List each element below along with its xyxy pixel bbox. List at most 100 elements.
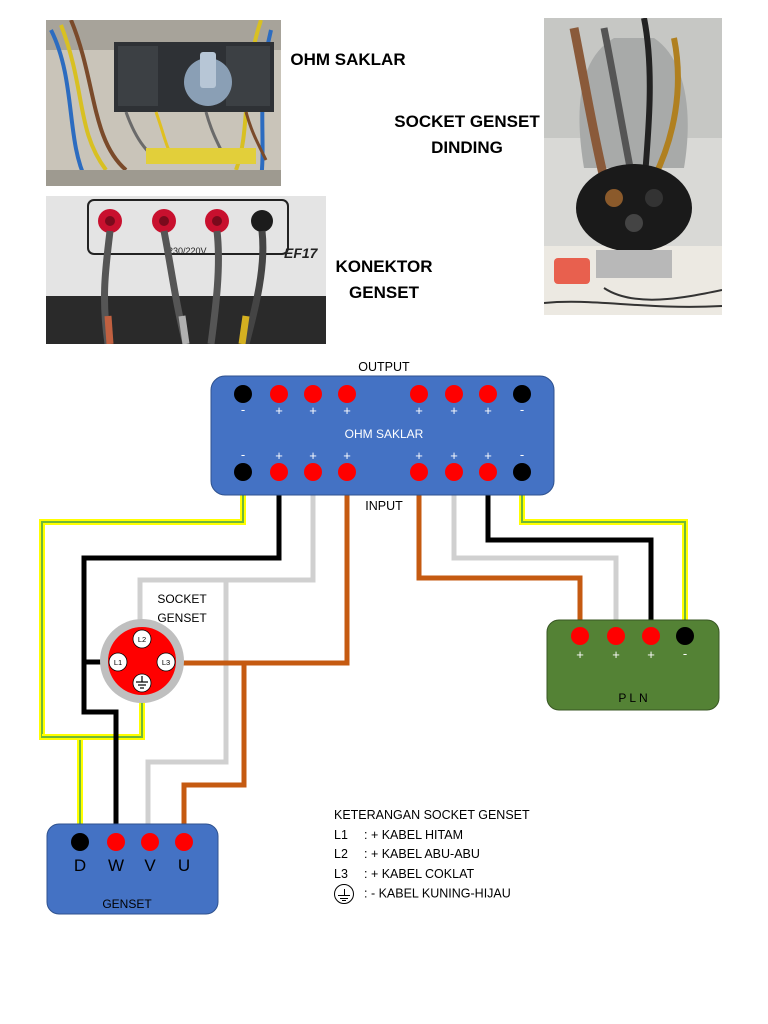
output-terminal-neg-1[interactable] bbox=[234, 385, 252, 403]
ohm-saklar-photo bbox=[46, 20, 281, 186]
input-sign-6: + bbox=[450, 448, 458, 463]
legend-key-l1: L1 bbox=[334, 827, 348, 842]
legend-desc-ground: : - KABEL KUNING-HIJAU bbox=[364, 886, 511, 901]
genset-label-w: W bbox=[108, 856, 124, 875]
input-terminal-pos-1[interactable] bbox=[270, 463, 288, 481]
legend-row-l1: L1 : + KABEL HITAM bbox=[334, 826, 530, 846]
socket-dinding-label-line2: DINDING bbox=[431, 138, 503, 157]
input-sign-7: + bbox=[484, 448, 492, 463]
output-sign-7: + bbox=[484, 403, 492, 418]
socket-title-line1: SOCKET bbox=[157, 592, 207, 606]
output-terminal-pos-6[interactable] bbox=[479, 385, 497, 403]
genset-label-u: U bbox=[178, 856, 190, 875]
genset-terminal-u[interactable] bbox=[175, 833, 193, 851]
konektor-model-text: EF17 bbox=[284, 245, 319, 261]
genset-terminal-v[interactable] bbox=[141, 833, 159, 851]
legend-desc-l1: : + KABEL HITAM bbox=[364, 827, 463, 842]
socket-genset-dinding-label: SOCKET GENSET DINDING bbox=[388, 109, 546, 161]
switch-input-terminals bbox=[234, 463, 531, 481]
pln-sign-4: - bbox=[683, 646, 687, 661]
ohm-saklar-box bbox=[210, 375, 555, 496]
genset-terminal-d[interactable] bbox=[71, 833, 89, 851]
output-sign-3: + bbox=[309, 403, 317, 418]
wire-grey-pln bbox=[451, 472, 619, 636]
output-terminal-pos-5[interactable] bbox=[445, 385, 463, 403]
switch-input-signs: - + + + + + + - bbox=[241, 447, 524, 463]
socket-pin-l3[interactable] bbox=[156, 652, 176, 672]
input-terminal-pos-3[interactable] bbox=[338, 463, 356, 481]
output-terminal-pos-2[interactable] bbox=[304, 385, 322, 403]
output-sign-6: + bbox=[450, 403, 458, 418]
input-terminal-neg-1[interactable] bbox=[234, 463, 252, 481]
socket-pin-l2-label: L2 bbox=[138, 635, 146, 644]
switch-output-label: OUTPUT bbox=[358, 360, 410, 374]
output-sign-1: - bbox=[241, 402, 245, 417]
ground-icon bbox=[334, 884, 354, 904]
socket-pin-l2[interactable] bbox=[132, 629, 152, 649]
input-sign-1: - bbox=[241, 447, 245, 462]
input-sign-2: + bbox=[275, 448, 283, 463]
wire-ground-pln bbox=[519, 472, 688, 636]
output-terminal-pos-1[interactable] bbox=[270, 385, 288, 403]
genset-box bbox=[46, 823, 219, 915]
pln-terminals bbox=[571, 627, 694, 645]
konektor-label-line1: KONEKTOR bbox=[335, 257, 433, 276]
input-terminal-pos-2[interactable] bbox=[304, 463, 322, 481]
wire-brown-pln bbox=[416, 472, 583, 636]
konektor-voltage-text: 230/220V bbox=[168, 246, 207, 256]
socket-genset-face bbox=[108, 627, 176, 695]
input-terminal-pos-6[interactable] bbox=[479, 463, 497, 481]
genset-title: GENSET bbox=[102, 897, 152, 911]
konektor-genset-photo: 230/220V EF17 bbox=[46, 196, 326, 344]
input-sign-3: + bbox=[309, 448, 317, 463]
genset-terminal-w[interactable] bbox=[107, 833, 125, 851]
switch-input-label: INPUT bbox=[365, 499, 403, 513]
wire-grey-genset bbox=[137, 472, 316, 840]
output-terminal-neg-2[interactable] bbox=[513, 385, 531, 403]
output-sign-4: + bbox=[343, 403, 351, 418]
pln-title: P L N bbox=[618, 691, 647, 705]
input-terminal-neg-2[interactable] bbox=[513, 463, 531, 481]
pln-terminal-pos-3[interactable] bbox=[642, 627, 660, 645]
legend-desc-l2: : + KABEL ABU-ABU bbox=[364, 847, 480, 861]
output-sign-2: + bbox=[275, 403, 283, 418]
socket-dinding-label-line1: SOCKET GENSET bbox=[394, 112, 540, 131]
pln-sign-2: + bbox=[612, 647, 620, 662]
konektor-genset-label: KONEKTOR GENSET bbox=[325, 254, 443, 306]
socket-pin-l1[interactable] bbox=[108, 652, 128, 672]
output-terminal-pos-3[interactable] bbox=[338, 385, 356, 403]
output-sign-8: - bbox=[520, 402, 524, 417]
ohm-saklar-photo-label: OHM SAKLAR bbox=[290, 50, 406, 69]
input-sign-4: + bbox=[343, 448, 351, 463]
wire-ground-genset bbox=[39, 472, 246, 840]
pln-terminal-pos-1[interactable] bbox=[571, 627, 589, 645]
input-terminal-pos-5[interactable] bbox=[445, 463, 463, 481]
legend-title: KETERANGAN SOCKET GENSET bbox=[334, 808, 530, 822]
output-terminal-pos-4[interactable] bbox=[410, 385, 428, 403]
socket-title-line2: GENSET bbox=[157, 611, 207, 625]
genset-terminal-labels: D W V U bbox=[74, 856, 190, 875]
legend-row-ground: : - KABEL KUNING-HIJAU bbox=[334, 884, 530, 904]
switch-title: OHM SAKLAR bbox=[345, 427, 424, 441]
pln-sign-3: + bbox=[647, 647, 655, 662]
socket-ground-icon[interactable] bbox=[132, 673, 152, 693]
konektor-label-line2: GENSET bbox=[349, 283, 419, 302]
switch-output-signs: - + + + + + + - bbox=[241, 402, 524, 418]
input-terminal-pos-4[interactable] bbox=[410, 463, 428, 481]
pln-terminal-pos-2[interactable] bbox=[607, 627, 625, 645]
wire-black-pln bbox=[485, 472, 654, 636]
legend-row-l2: L2: + KABEL ABU-ABU bbox=[334, 845, 530, 865]
pln-box bbox=[546, 619, 720, 711]
socket-genset-dinding-photo bbox=[544, 18, 722, 315]
input-sign-8: - bbox=[520, 447, 524, 462]
pln-terminal-neg[interactable] bbox=[676, 627, 694, 645]
switch-output-terminals bbox=[234, 385, 531, 403]
socket-legend: KETERANGAN SOCKET GENSET L1 : + KABEL HIT… bbox=[334, 806, 530, 904]
wire-brown-genset bbox=[168, 472, 350, 840]
legend-row-l3: L3 : + KABEL COKLAT bbox=[334, 865, 530, 885]
genset-terminals bbox=[71, 833, 193, 851]
legend-desc-l3: : + KABEL COKLAT bbox=[364, 866, 475, 881]
legend-key-l3: L3 bbox=[334, 866, 348, 881]
wiring-diagram: OUTPUT OHM SAKLAR INPUT - + + + + + + - bbox=[39, 360, 720, 915]
output-sign-5: + bbox=[415, 403, 423, 418]
